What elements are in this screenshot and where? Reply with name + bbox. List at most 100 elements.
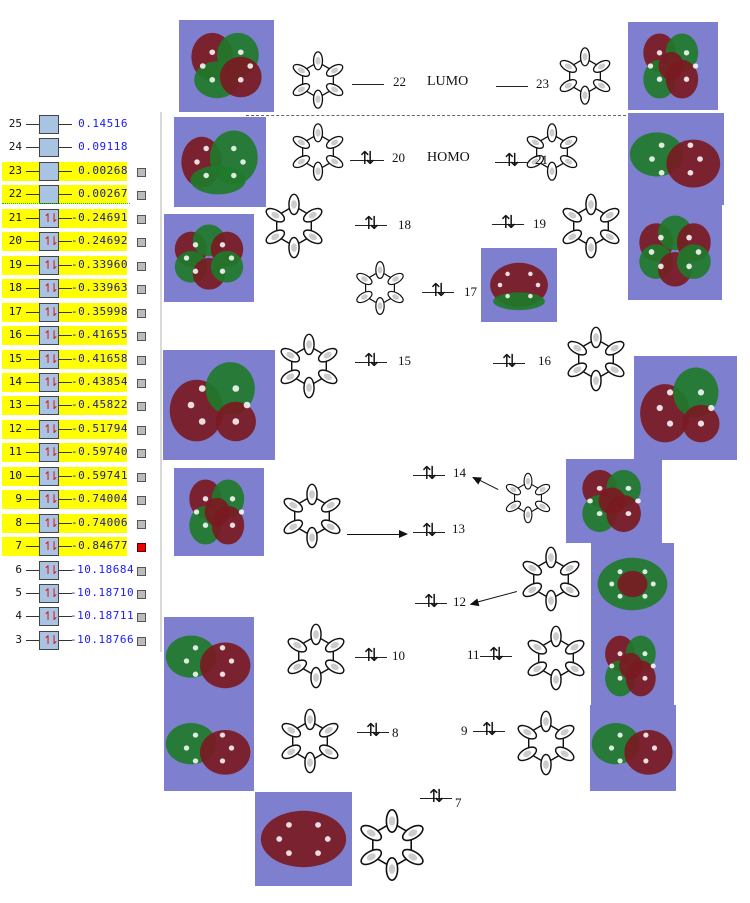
panel-scrollbar-edge[interactable]	[160, 112, 162, 652]
spin-up-arrow-icon: ↿	[43, 586, 54, 600]
orbital-row[interactable]: 19 ↿⇂ -0.33960	[2, 255, 128, 275]
lumo-label: LUMO	[427, 74, 469, 89]
orbital-box[interactable]: ↿⇂	[39, 302, 59, 322]
electron-pair-icon: ⇅	[360, 148, 376, 169]
mo-isosurface-image	[634, 356, 737, 460]
orbital-row[interactable]: 8 ↿⇂ -0.74006	[2, 513, 128, 533]
orbital-visibility-checkbox[interactable]	[137, 613, 146, 623]
orbital-box[interactable]: ↿⇂	[39, 443, 59, 463]
mo-number-label: 10	[392, 648, 405, 663]
orbital-box[interactable]	[39, 161, 59, 181]
orbital-box[interactable]: ↿⇂	[39, 537, 59, 557]
orbital-row[interactable]: 22 0.00267	[2, 185, 128, 205]
orbital-visibility-checkbox[interactable]	[137, 191, 146, 201]
orbital-visibility-checkbox[interactable]	[137, 355, 146, 365]
orbital-energy: -0.24692	[71, 234, 128, 248]
orbital-visibility-checkbox[interactable]	[137, 636, 146, 646]
orbital-box[interactable]: ↿⇂	[39, 560, 59, 580]
orbital-energy: 0.00267	[78, 187, 128, 201]
spin-up-arrow-icon: ↿	[43, 539, 54, 554]
orbital-box[interactable]: ↿⇂	[39, 513, 59, 533]
orbital-visibility-checkbox[interactable]	[137, 472, 146, 482]
orbital-visibility-checkbox[interactable]	[137, 261, 146, 271]
spin-down-arrow-icon: ⇂	[49, 257, 60, 272]
orbital-box[interactable]: ↿⇂	[39, 349, 59, 369]
orbital-sketch-icon	[555, 190, 627, 262]
orbital-row[interactable]: 16 ↿⇂ -0.41655	[2, 326, 128, 346]
orbital-box[interactable]: ↿⇂	[39, 419, 59, 439]
electron-pair-icon: ⇅	[501, 212, 517, 233]
orbital-visibility-checkbox[interactable]	[137, 238, 146, 248]
orbital-row[interactable]: 9 ↿⇂ -0.74004	[2, 490, 128, 510]
orbital-index: 22	[8, 187, 22, 201]
energy-level-line	[413, 475, 445, 476]
homo-label: HOMO	[427, 150, 470, 165]
orbital-box[interactable]: ↿⇂	[39, 208, 59, 228]
orbital-row[interactable]: 12 ↿⇂ -0.51794	[2, 419, 128, 439]
spin-down-arrow-icon: ⇂	[49, 632, 60, 647]
electron-pair-icon: ⇅	[482, 719, 498, 740]
orbital-row[interactable]: 11 ↿⇂ -0.59740	[2, 443, 128, 463]
orbital-row[interactable]: 3 ↿⇂ -10.18766	[2, 630, 134, 650]
orbital-row[interactable]: 24 0.09118	[2, 138, 128, 158]
orbital-visibility-checkbox[interactable]	[137, 566, 146, 576]
orbital-row[interactable]: 25 0.14516	[2, 115, 128, 134]
orbital-energy: -10.18711	[70, 609, 135, 623]
orbital-index: 12	[8, 421, 22, 435]
orbital-row[interactable]: 18 ↿⇂ -0.33963	[2, 279, 128, 299]
orbital-box[interactable]: ↿⇂	[39, 584, 59, 603]
orbital-visibility-checkbox[interactable]	[137, 308, 146, 318]
orbital-visibility-checkbox[interactable]	[137, 214, 146, 224]
orbital-index: 10	[8, 468, 22, 482]
orbital-row[interactable]: 23 0.00268	[2, 161, 128, 181]
orbital-index: 11	[8, 445, 22, 459]
orbital-row[interactable]: 10 ↿⇂ -0.59741	[2, 466, 128, 486]
orbital-visibility-checkbox[interactable]	[137, 425, 146, 435]
energy-level-line	[492, 224, 524, 225]
orbital-box[interactable]: ↿⇂	[39, 630, 60, 650]
electron-pair-icon: ⇅	[431, 280, 447, 301]
orbital-box[interactable]	[39, 115, 59, 134]
orbital-row[interactable]: 21 ↿⇂ -0.24691	[2, 208, 128, 228]
orbital-box[interactable]	[39, 138, 59, 158]
energy-level-line	[355, 657, 387, 658]
orbital-row[interactable]: 17 ↿⇂ -0.35998	[2, 302, 128, 322]
orbital-visibility-checkbox[interactable]	[137, 167, 146, 177]
orbital-visibility-checkbox[interactable]	[137, 332, 146, 342]
orbital-row[interactable]: 5 ↿⇂ -10.18710	[2, 584, 134, 603]
orbital-row[interactable]: 7 ↿⇂ -0.84677	[2, 537, 128, 557]
orbital-box[interactable]: ↿⇂	[39, 279, 59, 299]
electron-pair-icon: ⇅	[489, 644, 505, 665]
orbital-energy: -0.43854	[71, 374, 128, 388]
orbital-row[interactable]: 4 ↿⇂ -10.18711	[2, 607, 135, 627]
orbital-visibility-checkbox[interactable]	[137, 590, 146, 599]
orbital-row[interactable]: 14 ↿⇂ -0.43854	[2, 372, 128, 392]
orbital-index: 14	[8, 374, 22, 388]
orbital-visibility-checkbox[interactable]	[137, 285, 146, 295]
orbital-box[interactable]: ↿⇂	[39, 255, 60, 275]
orbital-box[interactable]: ↿⇂	[39, 490, 59, 510]
orbital-row[interactable]: 6 ↿⇂ -10.18684	[2, 560, 134, 580]
orbital-visibility-checkbox[interactable]	[137, 543, 146, 553]
homo-lumo-divider	[2, 203, 130, 204]
orbital-box[interactable]: ↿⇂	[39, 607, 59, 627]
orbital-box[interactable]: ↿⇂	[39, 232, 59, 252]
mo-isosurface-image	[591, 625, 674, 707]
orbital-row[interactable]: 13 ↿⇂ -0.45822	[2, 396, 128, 416]
orbital-row[interactable]: 20 ↿⇂ -0.24692	[2, 232, 128, 252]
orbital-box[interactable]: ↿⇂	[39, 466, 59, 486]
orbital-visibility-checkbox[interactable]	[137, 402, 146, 412]
orbital-index: 5	[15, 586, 22, 599]
orbital-box[interactable]: ↿⇂	[39, 396, 59, 416]
orbital-visibility-checkbox[interactable]	[137, 519, 146, 529]
orbital-box[interactable]: ↿⇂	[39, 372, 59, 392]
orbital-box[interactable]	[39, 185, 59, 205]
orbital-box[interactable]: ↿⇂	[39, 326, 59, 346]
spin-up-arrow-icon: ↿	[43, 257, 54, 272]
orbital-visibility-checkbox[interactable]	[137, 378, 146, 388]
orbital-visibility-checkbox[interactable]	[137, 449, 146, 459]
mo-number-label: 7	[455, 795, 462, 810]
orbital-visibility-checkbox[interactable]	[137, 496, 146, 506]
orbital-index: 8	[15, 515, 22, 529]
orbital-row[interactable]: 15 ↿⇂ -0.41658	[2, 349, 128, 369]
